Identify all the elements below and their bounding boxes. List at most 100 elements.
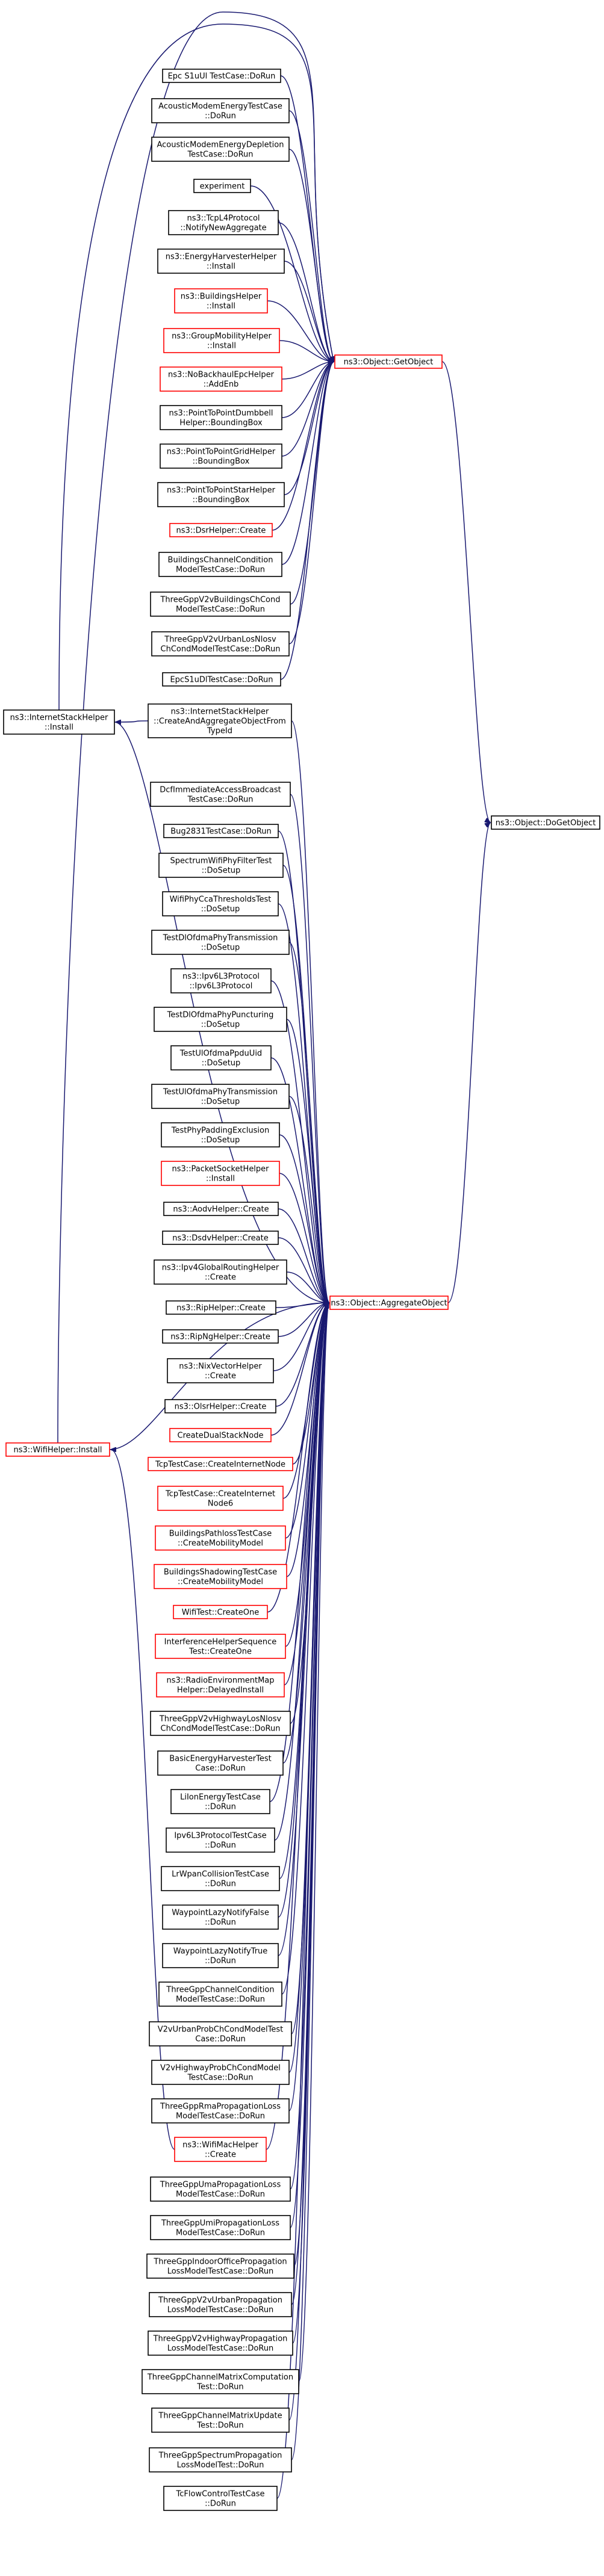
node-a17[interactable]: ns3::NixVectorHelper::Create [167, 1358, 274, 1383]
node-g1[interactable]: Epc S1uUl TestCase::DoRun [162, 69, 281, 83]
node-g17[interactable]: EpcS1uDlTestCase::DoRun [162, 672, 281, 687]
node-box [164, 1399, 276, 1413]
node-a33[interactable]: WaypointLazyNotifyTrue::DoRun [162, 1943, 279, 1968]
node-g10[interactable]: ns3::PointToPointDumbbellHelper::Boundin… [160, 405, 282, 430]
node-a30[interactable]: Ipv6L3ProtocolTestCase::DoRun [166, 1827, 275, 1853]
node-a11[interactable]: ns3::PacketSocketHelper::Install [161, 1161, 280, 1186]
node-a23[interactable]: BuildingsShadowingTestCase::CreateMobili… [154, 1564, 287, 1589]
node-a5[interactable]: TestDlOfdmaPhyTransmission::DoSetup [151, 930, 290, 955]
node-box [149, 2021, 292, 2046]
node-a19[interactable]: CreateDualStackNode [169, 1428, 272, 1442]
node-a15[interactable]: ns3::RipHelper::Create [166, 1300, 276, 1315]
edge-a45-to-aggregate [288, 1303, 329, 2421]
node-g2[interactable]: AcousticModemEnergyTestCase::DoRun [151, 98, 290, 123]
node-g5[interactable]: ns3::TcpL4Protocol::NotifyNewAggregate [168, 210, 279, 235]
node-g14[interactable]: BuildingsChannelConditionModelTestCase::… [158, 552, 282, 577]
node-a12[interactable]: ns3::AodvHelper::Create [163, 1202, 279, 1216]
node-box [161, 1161, 280, 1186]
node-wifihelper[interactable]: ns3::WifiHelper::Install [5, 1442, 110, 1457]
node-label-line: Test::DoRun [196, 2421, 243, 2430]
node-label-line: V2vUrbanProbChCondModelTest [158, 2025, 284, 2034]
node-a47[interactable]: TcFlowControlTestCase::DoRun [163, 2486, 278, 2511]
node-label-line: ns3::WifiMacHelper [182, 2141, 258, 2150]
edge-a6-to-aggregate [270, 980, 329, 1303]
node-g16[interactable]: ThreeGppV2vUrbanLosNlosvChCondModelTestC… [151, 631, 290, 656]
node-label-line: WaypointLazyNotifyTrue [173, 1947, 268, 1956]
node-a9[interactable]: TestUlOfdmaPhyTransmission::DoSetup [151, 1084, 290, 1109]
node-a6[interactable]: ns3::Ipv6L3Protocol::Ipv6L3Protocol [170, 968, 272, 993]
node-label-line: Helper::DelayedInstall [177, 1686, 264, 1695]
node-g11[interactable]: ns3::PointToPointGridHelper::BoundingBox [160, 443, 282, 469]
node-g18[interactable]: ns3::InternetStackHelper::CreateAndAggre… [148, 703, 292, 738]
node-a31[interactable]: LrWpanCollisionTestCase::DoRun [161, 1866, 280, 1891]
node-a37[interactable]: ThreeGppRmaPropagationLossModelTestCase:… [151, 2098, 290, 2124]
node-g9[interactable]: ns3::NoBackhaulEpcHelper::AddEnb [160, 366, 282, 392]
node-g3[interactable]: AcousticModemEnergyDepletionTestCase::Do… [151, 137, 290, 162]
node-a44[interactable]: ThreeGppChannelMatrixComputationTest::Do… [142, 2369, 299, 2394]
node-aggregate[interactable]: ns3::Object::AggregateObject [329, 1296, 449, 1310]
node-a8[interactable]: TestUlOfdmaPpduUid::DoSetup [170, 1045, 272, 1070]
node-label-line: EpcS1uDlTestCase::DoRun [170, 676, 273, 685]
node-label-line: ModelTestCase::DoRun [176, 2229, 265, 2238]
edge-a17-to-aggregate [273, 1303, 329, 1371]
node-a14[interactable]: ns3::Ipv4GlobalRoutingHelper::Create [154, 1259, 287, 1285]
node-a3[interactable]: SpectrumWifiPhyFilterTest::DoSetup [158, 853, 284, 878]
node-label-line: ::DoRun [205, 1957, 236, 1966]
node-a22[interactable]: BuildingsPathlossTestCase::CreateMobilit… [155, 1525, 286, 1551]
node-a39[interactable]: ThreeGppUmaPropagationLossModelTestCase:… [150, 2176, 291, 2202]
node-label-line: ns3::Object::AggregateObject [331, 1299, 447, 1308]
node-internetstack[interactable]: ns3::InternetStackHelper::Install [3, 709, 115, 735]
node-box [160, 366, 282, 392]
node-box [148, 1457, 293, 1471]
node-a32[interactable]: WaypointLazyNotifyFalse::DoRun [162, 1904, 279, 1930]
node-a10[interactable]: TestPhyPaddingExclusion::DoSetup [161, 1122, 280, 1147]
node-a7[interactable]: TestDlOfdmaPhyPuncturing::DoSetup [154, 1007, 287, 1032]
node-a40[interactable]: ThreeGppUmiPropagationLossModelTestCase:… [150, 2215, 291, 2240]
node-a42[interactable]: ThreeGppV2vUrbanPropagationLossModelTest… [149, 2292, 292, 2317]
node-a25[interactable]: InterferenceHelperSequenceTest::CreateOn… [155, 1634, 286, 1659]
node-dogetobject[interactable]: ns3::Object::DoGetObject [491, 815, 600, 830]
node-a4[interactable]: WifiPhyCcaThresholdsTest::DoSetup [162, 891, 279, 916]
node-a29[interactable]: LiIonEnergyTestCase::DoRun [170, 1789, 270, 1814]
node-a38[interactable]: ns3::WifiMacHelper::Create [174, 2137, 267, 2162]
node-label-line: ThreeGppV2vUrbanPropagation [158, 2296, 282, 2305]
node-a27[interactable]: ThreeGppV2vHighwayLosNlosvChCondModelTes… [150, 1711, 291, 1736]
node-a26[interactable]: ns3::RadioEnvironmentMapHelper::DelayedI… [156, 1672, 285, 1697]
node-a1[interactable]: DcfImmediateAccessBroadcastTestCase::DoR… [150, 782, 291, 807]
edge-getobject-to-dogetobject [441, 361, 490, 823]
node-a43[interactable]: ThreeGppV2vHighwayPropagationLossModelTe… [148, 2330, 293, 2356]
node-box [162, 1943, 279, 1968]
node-a46[interactable]: ThreeGppSpectrumPropagationLossModelTest… [149, 2447, 292, 2473]
node-label-line: ::CreateMobilityModel [178, 1539, 263, 1548]
node-g6[interactable]: ns3::EnergyHarvesterHelper::Install [157, 249, 285, 274]
node-label-line: ns3::RipHelper::Create [176, 1304, 266, 1313]
node-box [168, 210, 279, 235]
node-label-line: Case::DoRun [195, 1764, 245, 1773]
node-getobject[interactable]: ns3::Object::GetObject [334, 354, 443, 369]
node-label-line: ModelTestCase::DoRun [176, 566, 265, 575]
node-g12[interactable]: ns3::PointToPointStarHelper::BoundingBox [157, 482, 285, 507]
node-g8[interactable]: ns3::GroupMobilityHelper::Install [163, 328, 280, 353]
node-g4[interactable]: experiment [193, 179, 251, 193]
node-a34[interactable]: ThreeGppChannelConditionModelTestCase::D… [158, 1981, 282, 2007]
node-label-line: TestPhyPaddingExclusion [171, 1126, 269, 1135]
node-a24[interactable]: WifiTest::CreateOne [173, 1605, 268, 1619]
node-a18[interactable]: ns3::OlsrHelper::Create [164, 1399, 276, 1413]
node-label-line: ::DoRun [205, 1918, 236, 1927]
node-a16[interactable]: ns3::RipNgHelper::Create [162, 1329, 279, 1344]
node-label-line: ::CreateMobilityModel [178, 1578, 263, 1587]
node-g13[interactable]: ns3::DsrHelper::Create [169, 523, 273, 537]
node-a13[interactable]: ns3::DsdvHelper::Create [162, 1231, 279, 1245]
node-g7[interactable]: ns3::BuildingsHelper::Install [174, 288, 268, 314]
node-a20[interactable]: TcpTestCase::CreateInternetNode [148, 1457, 293, 1471]
node-label-line: ModelTestCase::DoRun [176, 2190, 265, 2199]
node-g15[interactable]: ThreeGppV2vBuildingsChCondModelTestCase:… [150, 591, 291, 617]
node-box [491, 815, 600, 830]
node-a41[interactable]: ThreeGppIndoorOfficePropagationLossModel… [146, 2253, 294, 2279]
node-a2[interactable]: Bug2831TestCase::DoRun [163, 824, 279, 838]
